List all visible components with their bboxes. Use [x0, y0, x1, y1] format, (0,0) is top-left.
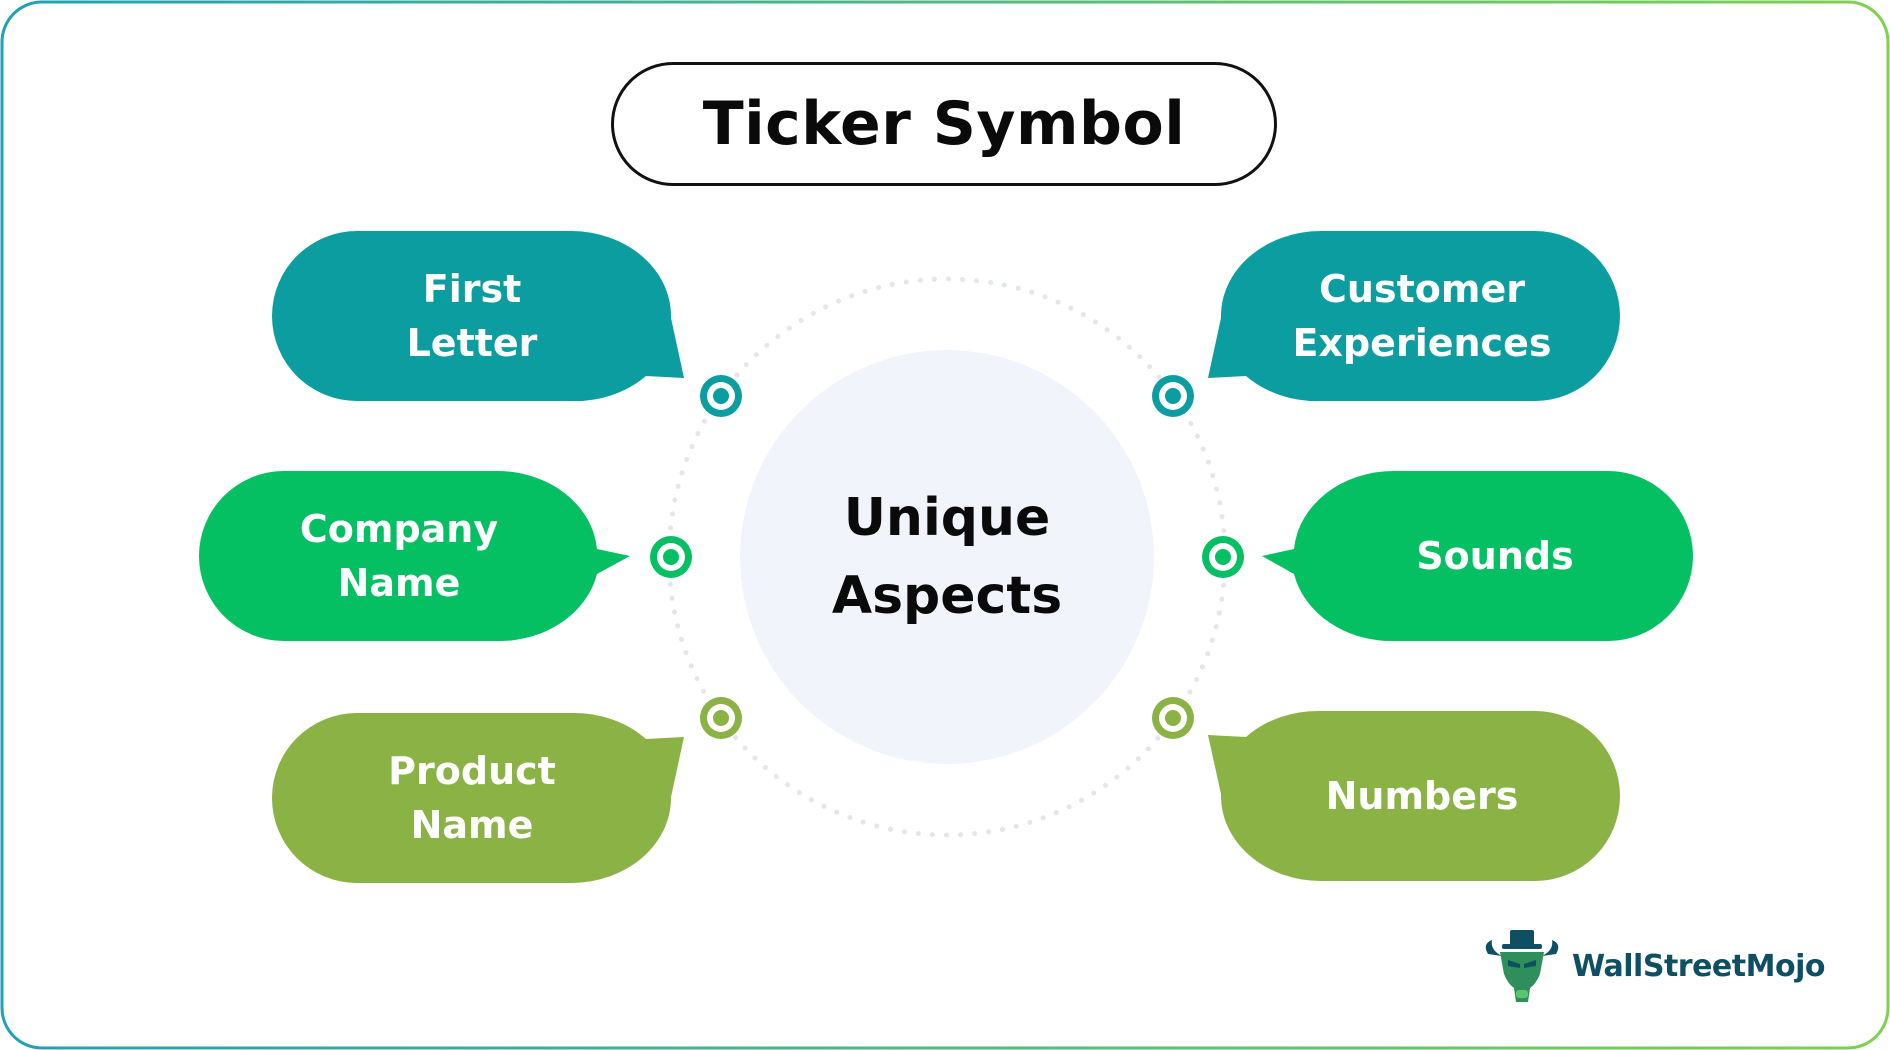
brand-logo: WallStreetMojo — [1480, 928, 1825, 1004]
label-customer-experiences: Customer Experiences — [1292, 267, 1552, 365]
label-first-letter: First Letter — [406, 267, 538, 365]
label-numbers: Numbers — [1325, 774, 1519, 818]
label-sounds: Sounds — [1416, 534, 1574, 578]
target-marker-first-letter-dot — [713, 388, 729, 404]
center-label: Unique Aspects — [831, 488, 1063, 626]
bubble-product-name — [272, 712, 684, 883]
title-pill: Ticker Symbol — [611, 62, 1277, 186]
page-title: Ticker Symbol — [702, 89, 1186, 159]
target-marker-company-name-dot — [663, 549, 679, 565]
target-marker-sounds-dot — [1215, 549, 1231, 565]
label-product-name: Product Name — [388, 749, 556, 847]
label-company-name: Company Name — [299, 507, 499, 605]
bubble-customer-experiences — [1208, 231, 1620, 402]
bubble-company-name — [199, 470, 630, 642]
target-marker-numbers-dot — [1165, 710, 1181, 726]
brand-logo-text: WallStreetMojo — [1572, 948, 1825, 984]
target-marker-product-name-dot — [713, 710, 729, 726]
center-circle — [740, 350, 1154, 764]
bubble-sounds — [1262, 470, 1693, 642]
bubble-first-letter — [272, 231, 684, 402]
bull-with-top-hat-icon — [1485, 930, 1559, 1002]
bubble-numbers — [1208, 710, 1620, 881]
target-marker-customer-experiences-dot — [1165, 388, 1181, 404]
